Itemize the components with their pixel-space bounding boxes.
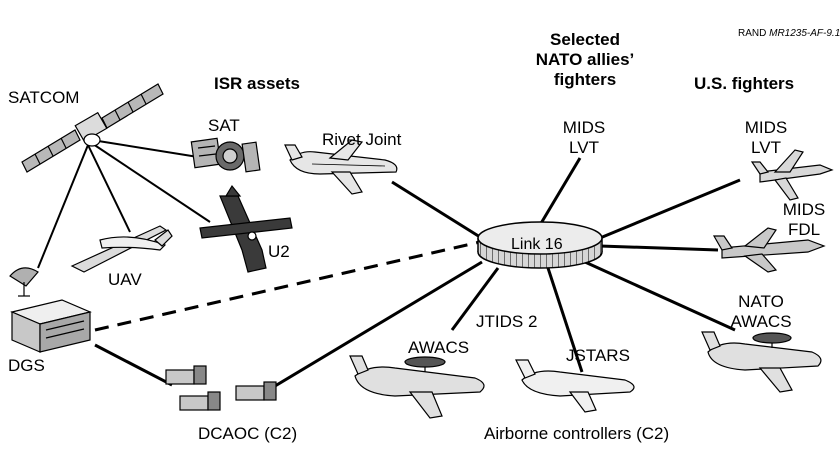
dcaoc-unit	[165, 365, 207, 385]
link-dcaoc	[254, 260, 483, 400]
node-label-line: NATO	[738, 292, 784, 311]
us-fighter-mids-lvt-icon	[750, 149, 834, 201]
rivet-joint-aircraft-icon	[284, 139, 398, 195]
link-satcom-uav	[87, 144, 131, 233]
link-dgs-link16-dashed	[94, 240, 481, 332]
link-us-mids-lvt	[599, 178, 741, 240]
link-satcom-u2	[89, 141, 211, 223]
dgs-ground-station-icon	[9, 267, 92, 353]
node-label-jstars: JSTARS	[566, 346, 630, 365]
group-label-nato-fighters-line: fighters	[553, 70, 617, 89]
dcaoc-unit	[179, 391, 221, 411]
node-label-line: MIDS	[562, 118, 606, 137]
group-label-nato-fighters-line: Selected	[550, 30, 620, 49]
link16-hub	[477, 221, 603, 269]
link-jtids2	[450, 267, 500, 331]
satcom-satellite-icon	[21, 83, 164, 173]
node-label-line: LVT	[751, 138, 781, 157]
link-nato-awacs	[584, 260, 736, 332]
node-label-sat: SAT	[208, 116, 240, 135]
link-satcom-sat	[91, 139, 199, 158]
node-label-airborne-controllers: Airborne controllers (C2)	[484, 424, 670, 443]
dcaoc-unit	[235, 381, 277, 401]
link-us-mids-fdl	[599, 244, 719, 252]
group-label-isr-assets: ISR assets	[214, 74, 300, 93]
awacs-aircraft-icon	[349, 355, 485, 419]
node-label-line: AWACS	[730, 312, 792, 331]
group-label-us-fighters: U.S. fighters	[694, 74, 795, 93]
node-label-line: FDL	[787, 220, 821, 239]
u2-aircraft-icon	[199, 184, 293, 273]
uav-aircraft-icon	[70, 225, 173, 273]
hub-label: Link 16	[511, 236, 563, 253]
node-label-satcom: SATCOM	[8, 88, 80, 107]
node-label-jtids2: JTIDS 2	[476, 312, 538, 331]
node-label-u2: U2	[268, 242, 290, 261]
node-label-uav: UAV	[108, 270, 142, 289]
node-label-awacs: AWACS	[408, 338, 470, 357]
link-jstars	[546, 267, 584, 373]
credit-doc-id: MR1235-AF-9.1	[769, 28, 840, 39]
link-satcom-dgs	[37, 144, 89, 269]
link-nato-mids-lvt	[538, 157, 582, 226]
group-label-nato-fighters: Selected NATO allies’ fighters	[527, 30, 643, 90]
jstars-aircraft-icon	[515, 359, 635, 413]
node-label-dgs: DGS	[8, 356, 45, 375]
node-label-rivet-joint: Rivet Joint	[322, 130, 402, 149]
node-label-line: MIDS	[782, 200, 826, 219]
credit-org: RAND	[738, 28, 767, 39]
credit-line: RAND MR1235-AF-9.1	[738, 24, 840, 44]
sat-satellite-icon	[190, 137, 261, 173]
node-label-us-mids-fdl: MIDS FDL	[778, 200, 830, 240]
nato-awacs-aircraft-icon	[701, 331, 822, 393]
node-label-dcaoc: DCAOC (C2)	[198, 424, 298, 443]
node-label-line: LVT	[569, 138, 599, 157]
connection-lines	[37, 139, 741, 400]
node-label-us-mids-lvt: MIDS LVT	[740, 118, 792, 158]
link-rivet-joint	[391, 180, 481, 239]
us-fighter-mids-fdl-icon	[712, 227, 826, 273]
node-label-nato-mids-lvt: MIDS LVT	[558, 118, 610, 158]
node-label-nato-awacs: NATO AWACS	[726, 292, 796, 332]
group-label-nato-fighters-line: NATO allies’	[535, 50, 635, 69]
link-dgs-dcaoc	[94, 343, 173, 387]
node-label-line: MIDS	[744, 118, 788, 137]
dcaoc-units-icon	[165, 365, 277, 411]
